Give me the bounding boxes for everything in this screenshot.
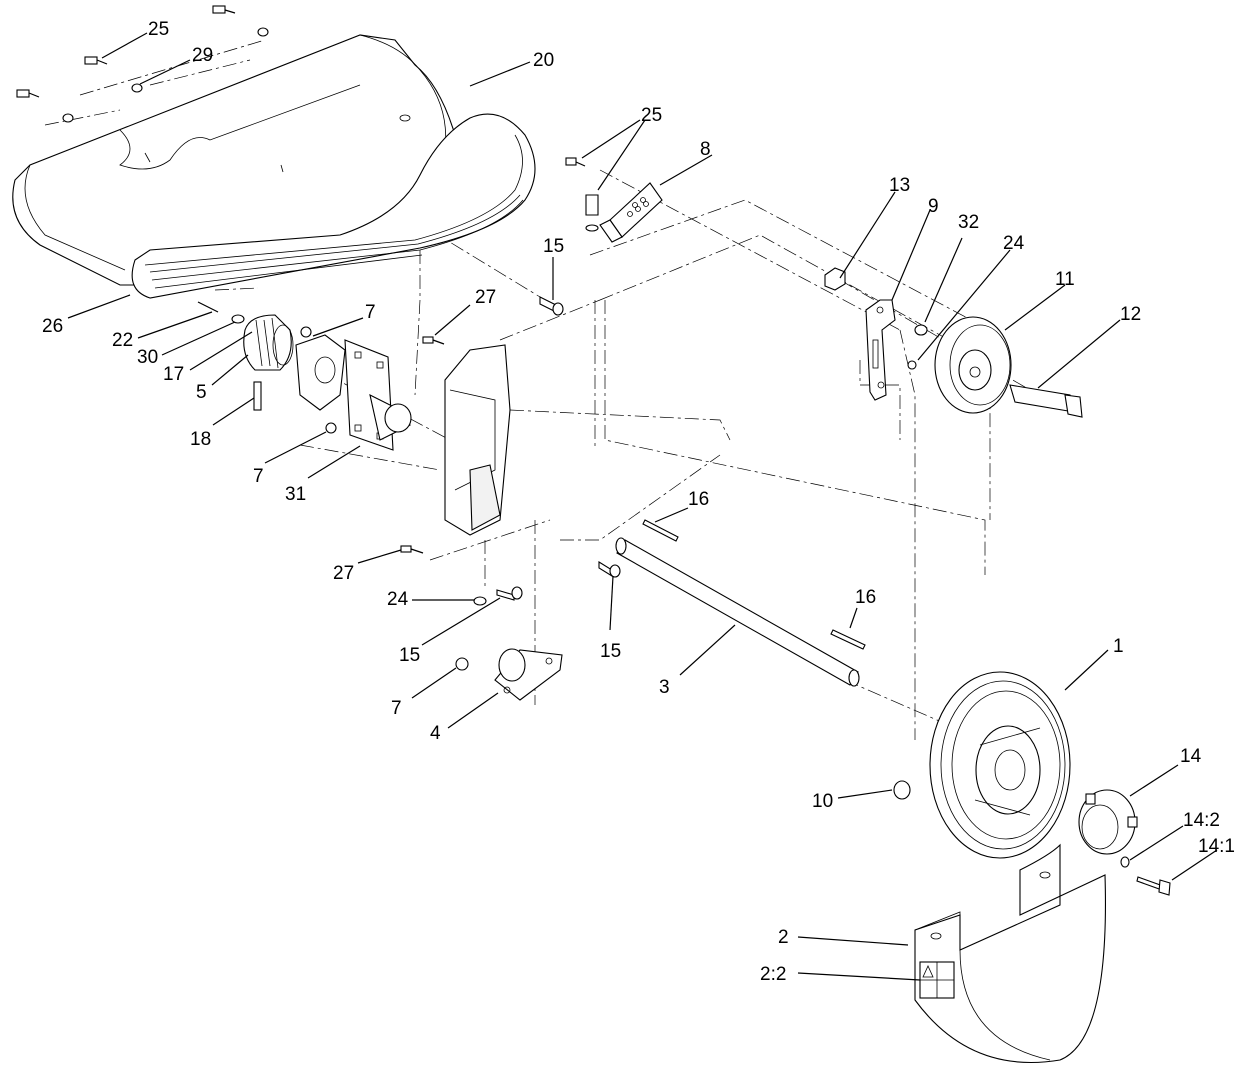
callout-4: 4	[430, 723, 441, 744]
callout-11: 11	[1055, 269, 1075, 290]
callout-7-top: 7	[365, 302, 376, 323]
callout-25-bracket: 25	[641, 105, 662, 126]
callout-2: 2	[778, 927, 789, 948]
drive-shaft	[615, 519, 866, 687]
callout-14-1: 14:1	[1198, 836, 1235, 857]
flange-bearing	[455, 648, 563, 701]
v-belt	[131, 113, 536, 299]
mounting-bracket	[565, 157, 663, 243]
drive-pulley-assembly	[197, 301, 412, 451]
callout-18: 18	[190, 429, 211, 450]
callout-16-right: 16	[855, 587, 876, 608]
callout-labels: 25 29 20 25 8 13 9 32 24 11 12 15 27 7 2…	[42, 19, 1235, 985]
callout-26: 26	[42, 316, 63, 337]
callout-15-top: 15	[543, 236, 564, 257]
belt-guard	[12, 34, 459, 286]
callout-13: 13	[889, 175, 910, 196]
callout-16-top: 16	[688, 489, 709, 510]
side-plate	[444, 344, 511, 536]
callout-3: 3	[659, 677, 670, 698]
callout-1: 1	[1113, 636, 1124, 657]
pulley-guard	[914, 843, 1106, 1063]
callout-5: 5	[196, 382, 207, 403]
callout-32: 32	[958, 212, 979, 233]
guard-bolts	[16, 5, 269, 123]
callout-25-top: 25	[148, 19, 169, 40]
callout-24-top: 24	[1003, 233, 1025, 254]
main-pulley-assembly	[893, 671, 1171, 896]
callout-17: 17	[163, 364, 184, 385]
callout-27-bottom: 27	[333, 563, 354, 584]
callout-30: 30	[137, 347, 158, 368]
callout-9: 9	[928, 196, 939, 217]
callout-7-mid: 7	[253, 466, 264, 487]
callout-12: 12	[1120, 304, 1141, 325]
callout-24-bottom: 24	[387, 589, 409, 610]
callout-22: 22	[112, 330, 133, 351]
callout-31: 31	[285, 484, 306, 505]
idler-assembly	[824, 267, 1083, 418]
callout-14-2: 14:2	[1183, 810, 1220, 831]
callout-15-mid: 15	[600, 641, 621, 662]
leader-lines	[67, 32, 1218, 981]
callout-20: 20	[533, 50, 554, 71]
callout-10: 10	[812, 791, 833, 812]
callout-27-top: 27	[475, 287, 496, 308]
callout-14: 14	[1180, 746, 1202, 767]
carriage-bolts	[400, 296, 621, 606]
callout-29: 29	[192, 45, 213, 66]
callout-2-2: 2:2	[760, 964, 786, 985]
callout-8: 8	[700, 139, 711, 160]
callout-15-left: 15	[399, 645, 420, 666]
callout-7-bottom: 7	[391, 698, 402, 719]
